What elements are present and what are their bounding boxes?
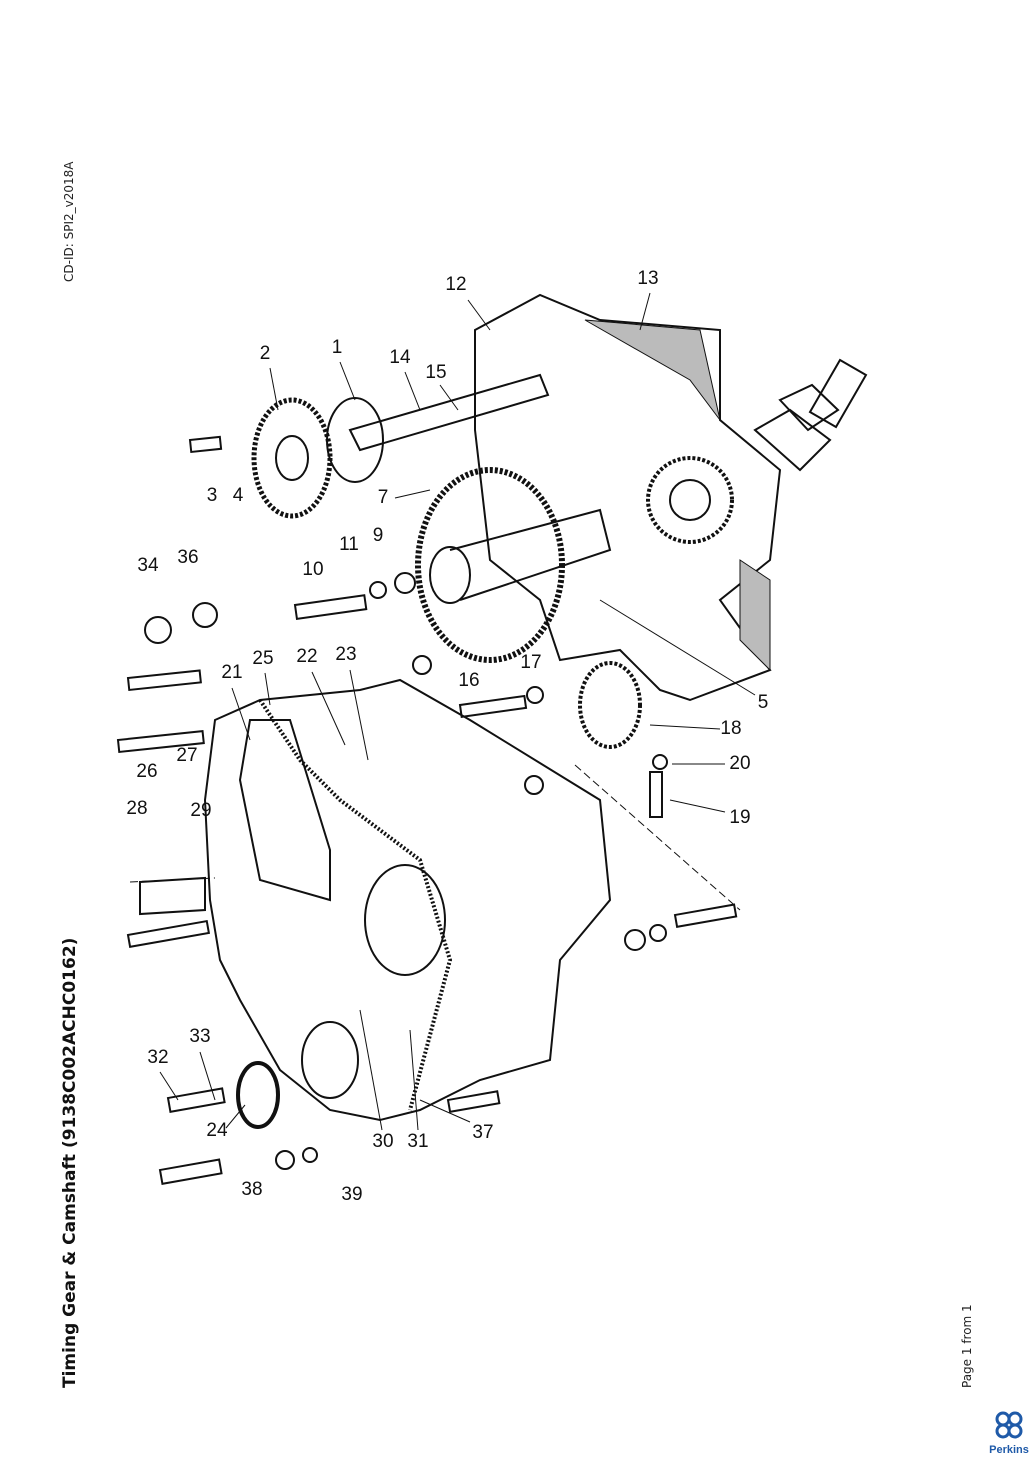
callout-32: 32 bbox=[147, 1047, 169, 1068]
callout-11: 11 bbox=[339, 534, 359, 555]
callout-20: 20 bbox=[729, 753, 751, 774]
callout-5: 5 bbox=[757, 692, 769, 713]
perkins-logo: Perkins bbox=[988, 1410, 1030, 1456]
callout-39: 39 bbox=[341, 1184, 363, 1205]
gasket-25 bbox=[258, 698, 453, 1111]
oil-seal-24 bbox=[236, 1061, 280, 1129]
crank-opening bbox=[301, 1021, 359, 1099]
gear-housing bbox=[474, 293, 782, 702]
callout-4: 4 bbox=[232, 485, 244, 506]
callout-16: 16 bbox=[458, 670, 480, 691]
callout-1: 1 bbox=[331, 337, 343, 358]
plate-gasket bbox=[753, 408, 832, 472]
callout-27: 27 bbox=[176, 745, 198, 766]
callout-21: 21 bbox=[221, 662, 243, 683]
washers-and-nuts bbox=[144, 383, 840, 1170]
pump-gear-18 bbox=[578, 661, 642, 749]
callout-22: 22 bbox=[296, 646, 318, 667]
water-pump-opening bbox=[364, 864, 446, 976]
callout-12: 12 bbox=[445, 274, 467, 295]
callout-25: 25 bbox=[252, 648, 274, 669]
callout-18: 18 bbox=[720, 718, 742, 739]
timing-case-front-cover bbox=[203, 678, 612, 1122]
callout-13: 13 bbox=[637, 268, 659, 289]
callout-31: 31 bbox=[407, 1131, 429, 1152]
callout-15: 15 bbox=[425, 362, 447, 383]
callout-23: 23 bbox=[335, 644, 357, 665]
perkins-emblem-icon bbox=[995, 1411, 1023, 1439]
camshaft bbox=[348, 373, 550, 452]
callout-34: 34 bbox=[137, 555, 159, 576]
idler-gear-right bbox=[646, 456, 734, 544]
callout-37: 37 bbox=[472, 1122, 494, 1143]
callout-17: 17 bbox=[520, 652, 542, 673]
callout-28: 28 bbox=[126, 798, 148, 819]
callout-7: 7 bbox=[377, 487, 389, 508]
leader-lines bbox=[129, 292, 756, 1131]
bolts bbox=[116, 358, 868, 1185]
callout-38: 38 bbox=[241, 1179, 263, 1200]
callout-36: 36 bbox=[177, 547, 199, 568]
callout-10: 10 bbox=[302, 559, 324, 580]
callout-9: 9 bbox=[372, 525, 384, 546]
callout-29: 29 bbox=[190, 800, 212, 821]
callout-14: 14 bbox=[389, 347, 411, 368]
brand-name: Perkins bbox=[989, 1444, 1029, 1456]
callout-30: 30 bbox=[372, 1131, 394, 1152]
callout-3: 3 bbox=[206, 485, 218, 506]
cover-plate bbox=[238, 719, 331, 902]
callout-33: 33 bbox=[189, 1026, 211, 1047]
callout-26: 26 bbox=[136, 761, 158, 782]
camshaft-gear-2 bbox=[251, 397, 333, 519]
callout-24: 24 bbox=[206, 1120, 228, 1141]
callout-2: 2 bbox=[259, 343, 271, 364]
gasket-right bbox=[739, 559, 771, 672]
idler-gear-7 bbox=[415, 467, 565, 663]
callout-19: 19 bbox=[729, 807, 751, 828]
gasket-13 bbox=[584, 319, 721, 421]
